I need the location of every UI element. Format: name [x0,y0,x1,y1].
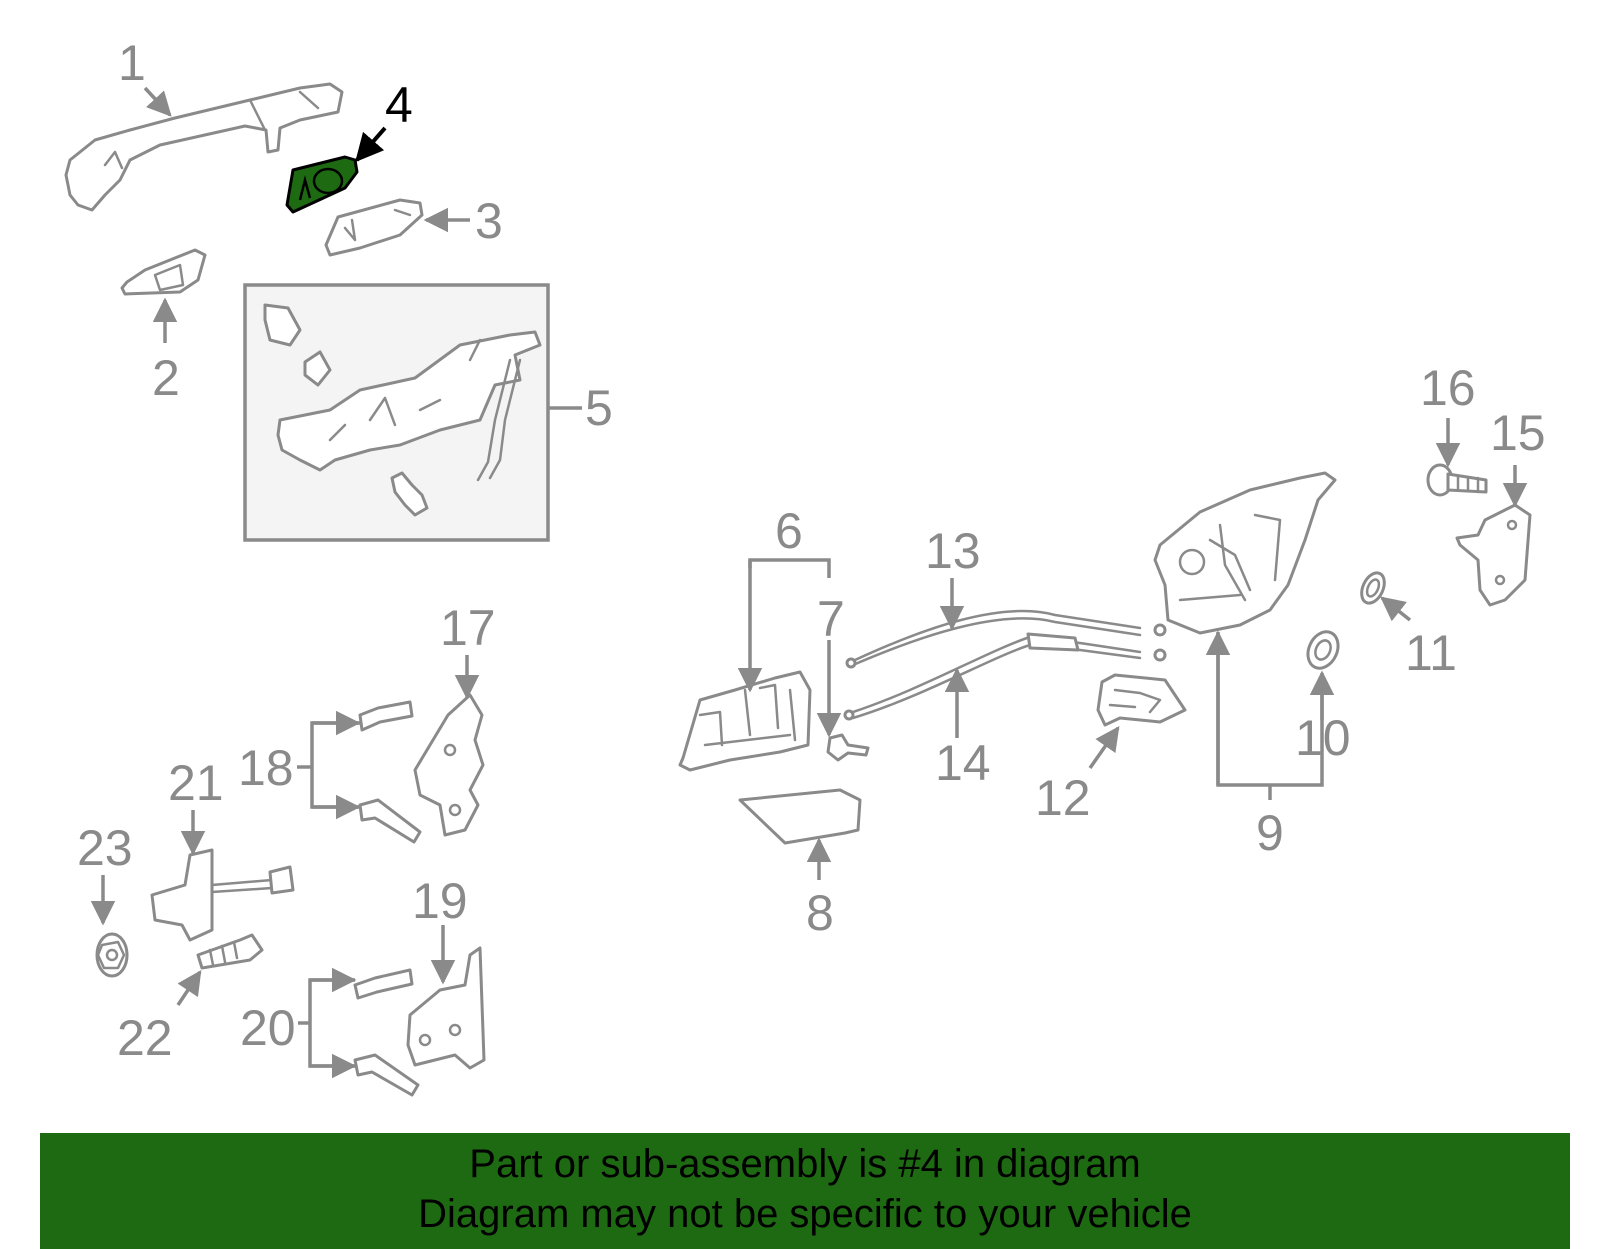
part-15-striker [1455,503,1532,607]
callout-6: 6 [775,503,803,559]
leader-lines [90,86,1528,1079]
part-7-clip [826,733,870,762]
part-2-handle-pad [120,248,207,296]
part-19-hinge [406,946,486,1070]
callout-17: 17 [440,600,496,656]
callout-14: 14 [935,735,991,791]
callout-18: 18 [238,740,294,796]
part-20-bolts [353,968,420,1097]
callout-12: 12 [1035,770,1091,826]
callout-7: 7 [817,591,845,647]
callout-10: 10 [1295,710,1351,766]
banner-line-1: Part or sub-assembly is #4 in diagram [469,1142,1141,1186]
callout-2: 2 [152,350,180,406]
callout-15: 15 [1490,405,1546,461]
part-14-cable [843,632,1167,721]
part-3-handle-pad [324,198,424,257]
callout-23: 23 [77,820,133,876]
part-4-handle-cap [285,155,359,214]
part-22-bolt [196,933,264,970]
callout-5: 5 [585,380,613,436]
part-9-door-latch [1153,471,1337,635]
banner-line-2: Diagram may not be specific to your vehi… [418,1192,1192,1236]
callout-13: 13 [925,523,981,579]
part-10-grommet [1306,630,1340,670]
info-banner: Part or sub-assembly is #4 in diagram Di… [40,1133,1570,1249]
callout-labels: 1 4 3 2 5 6 7 8 13 14 12 9 10 11 16 15 1… [77,35,1546,1066]
callout-11: 11 [1405,625,1457,681]
part-18-bolts [358,700,422,844]
part-12-actuator-cover [1096,673,1187,727]
part-8-trim-bezel [738,788,862,845]
callout-8: 8 [806,885,834,941]
callout-21: 21 [168,755,224,811]
part-6-inner-handle [678,670,812,772]
part-11-seal-ring [1360,571,1386,605]
callout-4-highlighted: 4 [385,77,413,133]
part-21-door-check [150,848,295,942]
callout-22: 22 [117,1010,173,1066]
callout-16: 16 [1420,360,1476,416]
callout-20: 20 [240,1000,296,1056]
part-13-cable [845,609,1167,669]
part-5-frame-box [243,283,550,542]
part-23-nut [95,932,129,978]
callout-1: 1 [118,35,146,91]
part-1-outer-handle [64,82,344,212]
callout-9: 9 [1256,805,1284,861]
callout-19: 19 [412,873,468,929]
callout-3: 3 [475,193,503,249]
part-16-screw [1426,463,1488,497]
part-17-hinge-bracket [413,693,485,837]
